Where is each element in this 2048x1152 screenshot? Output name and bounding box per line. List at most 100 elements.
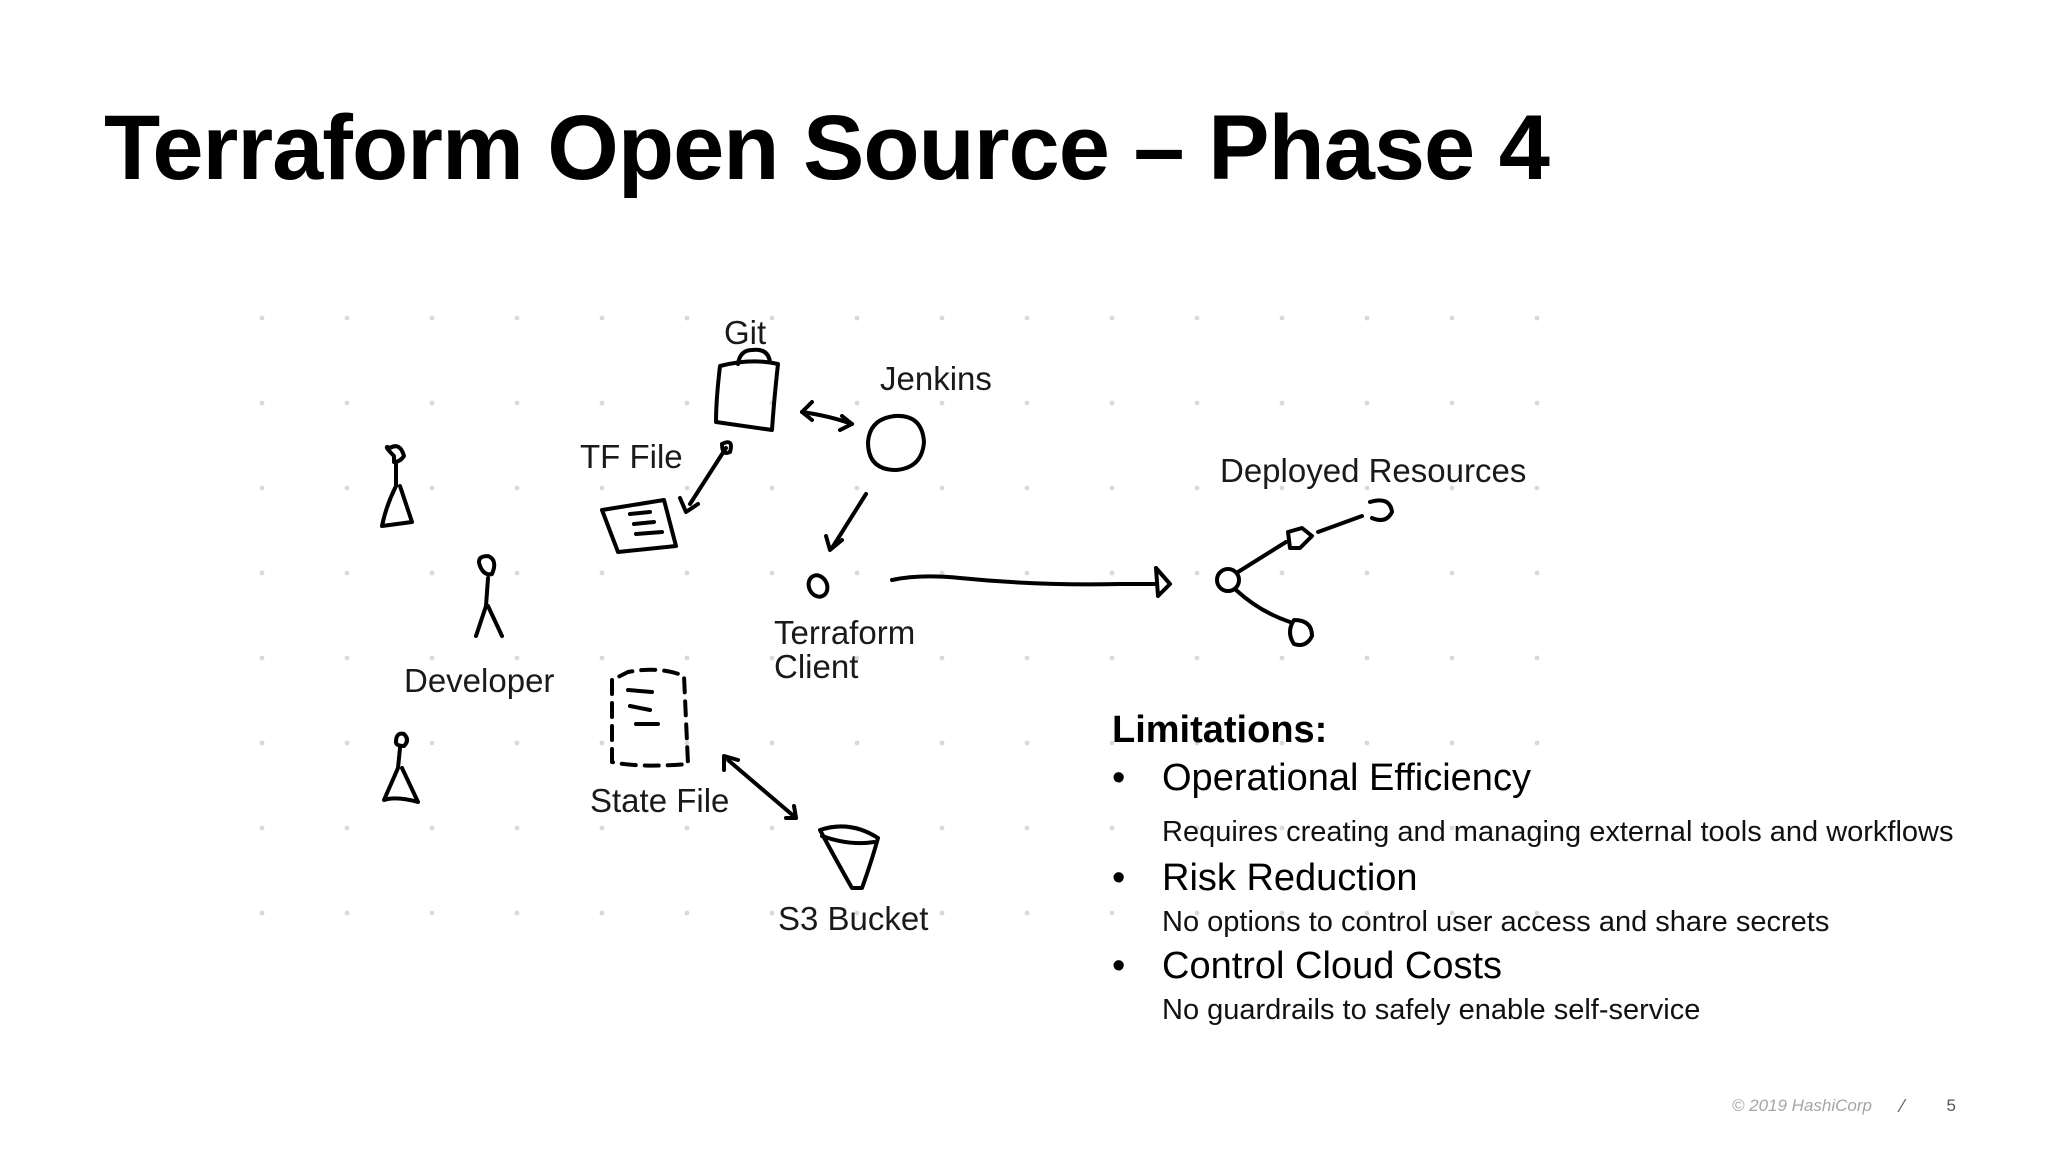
jenkins-label: Jenkins: [880, 360, 992, 397]
grid-dot: [1364, 825, 1370, 831]
grid-dot: [1279, 485, 1285, 491]
grid-dot: [1109, 910, 1115, 916]
list-item: • Operational Efficiency Requires creati…: [1112, 754, 2012, 852]
limitation-title: Control Cloud Costs: [1162, 945, 1503, 987]
grid-dot: [1024, 315, 1030, 321]
grid-dot: [1364, 400, 1370, 406]
grid-dot: [854, 655, 860, 661]
grid-dot: [1109, 740, 1115, 746]
grid-dot: [429, 825, 435, 831]
bullet: •: [1112, 857, 1126, 899]
grid-dot: [684, 400, 690, 406]
page-number: 5: [1946, 1096, 1956, 1115]
grid-dot: [769, 570, 775, 576]
grid-dot: [259, 740, 265, 746]
grid-dot: [1109, 315, 1115, 321]
grid-dot: [1109, 400, 1115, 406]
grid-dot: [769, 825, 775, 831]
grid-dot: [1449, 400, 1455, 406]
terraform-client-icon: [806, 573, 830, 599]
grid-dot: [1279, 400, 1285, 406]
tf-file-icon: [600, 498, 678, 554]
grid-dot: [684, 315, 690, 321]
grid-dot: [259, 570, 265, 576]
jenkins-icon: [866, 413, 926, 472]
grid-dot: [599, 655, 605, 661]
grid-dot: [1279, 825, 1285, 831]
footer-separator: ⁄: [1900, 1096, 1904, 1116]
tf-file-git-arrow-icon: [678, 440, 733, 514]
grid-dot: [769, 740, 775, 746]
grid-dot: [599, 740, 605, 746]
grid-dot: [1279, 910, 1285, 916]
grid-dot: [344, 825, 350, 831]
developer-icon: [474, 554, 504, 638]
grid-dot: [599, 485, 605, 491]
limitations-list: • Operational Efficiency Requires creati…: [1112, 754, 2012, 1030]
git-icon: [714, 347, 780, 432]
terraform-client-label-line2: Client: [774, 648, 858, 685]
deployed-resources-icon: [1215, 498, 1394, 647]
grid-dot: [1109, 570, 1115, 576]
grid-dot: [939, 910, 945, 916]
grid-dot: [1194, 570, 1200, 576]
grid-dot: [939, 485, 945, 491]
grid-dot: [1109, 825, 1115, 831]
grid-dot: [1109, 655, 1115, 661]
grid-dot: [1194, 400, 1200, 406]
grid-dot: [1534, 315, 1540, 321]
grid-dot: [854, 400, 860, 406]
grid-dot: [1194, 315, 1200, 321]
grid-dot: [259, 655, 265, 661]
grid-dot: [1534, 740, 1540, 746]
grid-dot: [259, 485, 265, 491]
tf-file-label: TF File: [580, 438, 683, 475]
grid-dot: [344, 655, 350, 661]
grid-dot: [259, 910, 265, 916]
state-file-icon: [610, 667, 690, 768]
grid-dot: [1194, 655, 1200, 661]
grid-dot: [344, 400, 350, 406]
grid-dot: [684, 485, 690, 491]
grid-dot: [854, 910, 860, 916]
slide-title: Terraform Open Source – Phase 4: [104, 97, 1550, 199]
limitations-panel: Limitations: • Operational Efficiency Re…: [1112, 706, 2012, 1030]
state-s3-arrow-icon: [722, 754, 798, 820]
grid-dot: [854, 570, 860, 576]
grid-dot: [599, 400, 605, 406]
bullet: •: [1112, 945, 1126, 987]
grid-dot: [769, 910, 775, 916]
grid-dot: [1194, 740, 1200, 746]
grid-dot: [1449, 315, 1455, 321]
grid-dot: [1109, 485, 1115, 491]
grid-dot: [1024, 910, 1030, 916]
git-jenkins-arrow-icon: [800, 400, 854, 432]
grid-dot: [1279, 655, 1285, 661]
grid-dot: [854, 740, 860, 746]
grid-dot: [939, 570, 945, 576]
grid-dot: [1534, 485, 1540, 491]
grid-dot: [769, 655, 775, 661]
limitation-description: No guardrails to safely enable self-serv…: [1162, 994, 1701, 1026]
s3-bucket-label: S3 Bucket: [778, 900, 928, 937]
grid-dot: [259, 400, 265, 406]
limitation-title: Operational Efficiency: [1162, 757, 1531, 799]
grid-dot: [514, 910, 520, 916]
grid-dot: [514, 655, 520, 661]
grid-dot: [514, 740, 520, 746]
grid-dot: [259, 315, 265, 321]
developer-icon: [380, 444, 414, 528]
grid-dot: [1364, 655, 1370, 661]
grid-dot: [599, 825, 605, 831]
grid-dot: [854, 485, 860, 491]
grid-dot: [1534, 400, 1540, 406]
grid-dot: [1279, 740, 1285, 746]
grid-dot: [1534, 910, 1540, 916]
grid-dot: [1364, 910, 1370, 916]
grid-dot: [1194, 485, 1200, 491]
grid-dot: [1449, 740, 1455, 746]
limitations-heading: Limitations:: [1112, 709, 1328, 751]
git-label: Git: [724, 314, 766, 351]
grid-dot: [1534, 570, 1540, 576]
